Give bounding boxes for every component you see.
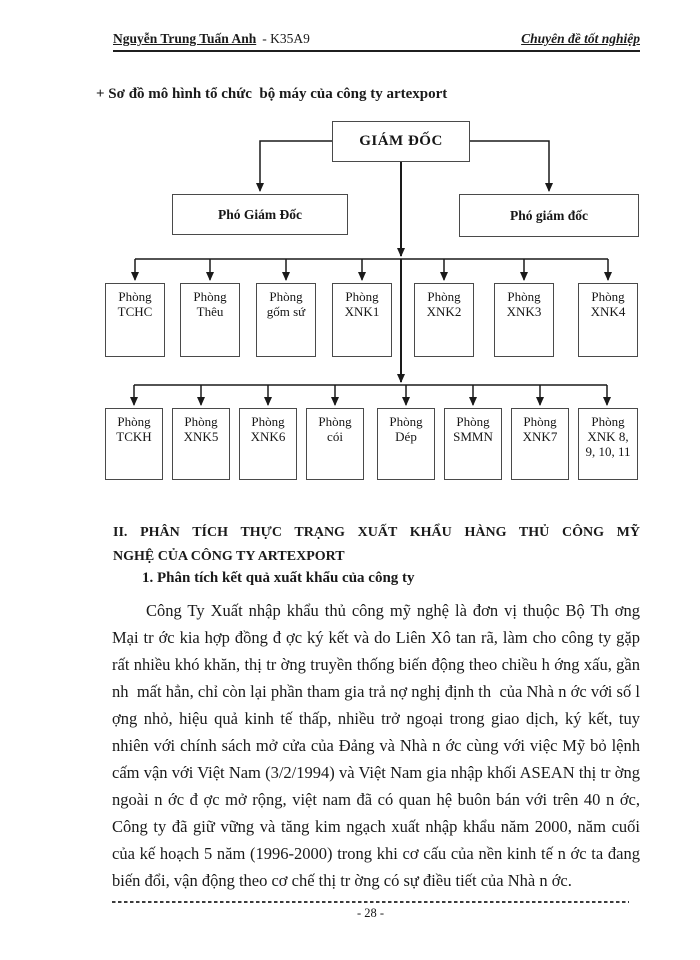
org-box-label: XNK 8,	[587, 429, 629, 444]
org-box-label: Phòng	[507, 289, 541, 304]
author-name: Nguyễn Trung Tuấn Anh	[113, 31, 257, 46]
org-box-label: Phòng	[456, 414, 490, 429]
org-box-label: SMMN	[453, 429, 493, 444]
org-box-label: XNK6	[250, 429, 286, 444]
org-box-label: Phòng	[251, 414, 285, 429]
org-box-label: Phòng	[591, 289, 625, 304]
org-box-label: Phòng	[269, 289, 303, 304]
org-box-label: Phòng	[345, 289, 379, 304]
org-box-label: Phòng	[184, 414, 218, 429]
org-box-label: Dép	[395, 429, 417, 444]
org-box-xnk7: Phòng XNK7	[511, 408, 569, 480]
org-box-label: Phòng	[118, 289, 152, 304]
header-left: Nguyễn Trung Tuấn Anh - K35A9	[113, 31, 310, 47]
org-box-label: XNK5	[183, 429, 219, 444]
org-box-label: Phòng	[591, 414, 625, 429]
org-box-label: TCHC	[117, 304, 153, 319]
org-box-label: XNK4	[590, 304, 626, 319]
org-box-label: gốm sứ	[266, 304, 306, 319]
org-box-xnk1: Phòng XNK1	[332, 283, 392, 357]
org-box-tckh: Phòng TCKH	[105, 408, 163, 480]
org-box-theu: Phòng Thêu	[180, 283, 240, 357]
author-class-code: - K35A9	[262, 31, 310, 46]
org-box-label: XNK1	[344, 304, 380, 319]
page-number: - 28 -	[356, 906, 385, 920]
org-box-label: Phòng	[318, 414, 352, 429]
org-box-label: Phòng	[523, 414, 557, 429]
org-box-label: XNK3	[506, 304, 542, 319]
section-heading-line1: II. PHÂN TÍCH THỰC TRẠNG XUẤT KHẨU HÀNG …	[113, 525, 640, 540]
body-paragraph: Công Ty Xuất nhập khẩu thủ công mỹ nghệ …	[112, 601, 645, 890]
org-box-smmn: Phòng SMMN	[444, 408, 502, 480]
connector-root-left-deputy	[256, 140, 332, 192]
diagram-title: + Sơ đồ mô hình tổ chức bộ máy của công …	[96, 86, 448, 102]
org-box-xnk3: Phòng XNK3	[494, 283, 554, 357]
footer-divider	[112, 901, 629, 903]
org-box-deputy-right: Phó giám đốc	[459, 194, 639, 237]
org-box-xnk8-11: Phòng XNK 8, 9, 10, 11	[578, 408, 638, 480]
org-box-label: XNK7	[522, 429, 558, 444]
org-box-coi: Phòng cói	[306, 408, 364, 480]
org-box-dep: Phòng Dép	[377, 408, 435, 480]
section-heading-line2: NGHỆ CỦA CÔNG TY ARTEXPORT	[113, 549, 345, 564]
page-footer: - 28 -	[112, 901, 629, 921]
org-box-xnk5: Phòng XNK5	[172, 408, 230, 480]
org-chart-connectors	[130, 140, 612, 406]
org-box-gom-su: Phòng gốm sứ	[256, 283, 316, 357]
org-box-label: 9, 10, 11	[585, 444, 631, 459]
subsection-heading: 1. Phân tích kết quả xuất khẩu của công …	[142, 570, 415, 586]
org-box-label: Phòng	[193, 289, 227, 304]
org-box-xnk4: Phòng XNK4	[578, 283, 638, 357]
section-heading: II. PHÂN TÍCH THỰC TRẠNG XUẤT KHẨU HÀNG …	[113, 521, 640, 569]
org-box-label: Phòng	[427, 289, 461, 304]
org-box-deputy-left: Phó Giám Đốc	[172, 194, 348, 235]
org-box-label: cói	[327, 429, 343, 444]
org-box-tchc: Phòng TCHC	[105, 283, 165, 357]
org-box-label: Thêu	[196, 304, 224, 319]
header-right-title: Chuyên đề tốt nghiệp	[521, 31, 640, 46]
org-box-label: XNK2	[426, 304, 462, 319]
org-box-label: Phòng	[389, 414, 423, 429]
org-box-director: GIÁM ĐỐC	[332, 121, 470, 162]
org-box-label: TCKH	[116, 429, 152, 444]
org-box-xnk6: Phòng XNK6	[239, 408, 297, 480]
org-box-xnk2: Phòng XNK2	[414, 283, 474, 357]
page-header: Nguyễn Trung Tuấn Anh - K35A9 Chuyên đề t…	[113, 31, 640, 52]
org-box-label: Phòng	[117, 414, 151, 429]
org-chart: GIÁM ĐỐC Phó Giám Đốc Phó giám đốc Phòng…	[0, 115, 700, 487]
connector-root-right-deputy	[470, 140, 553, 192]
